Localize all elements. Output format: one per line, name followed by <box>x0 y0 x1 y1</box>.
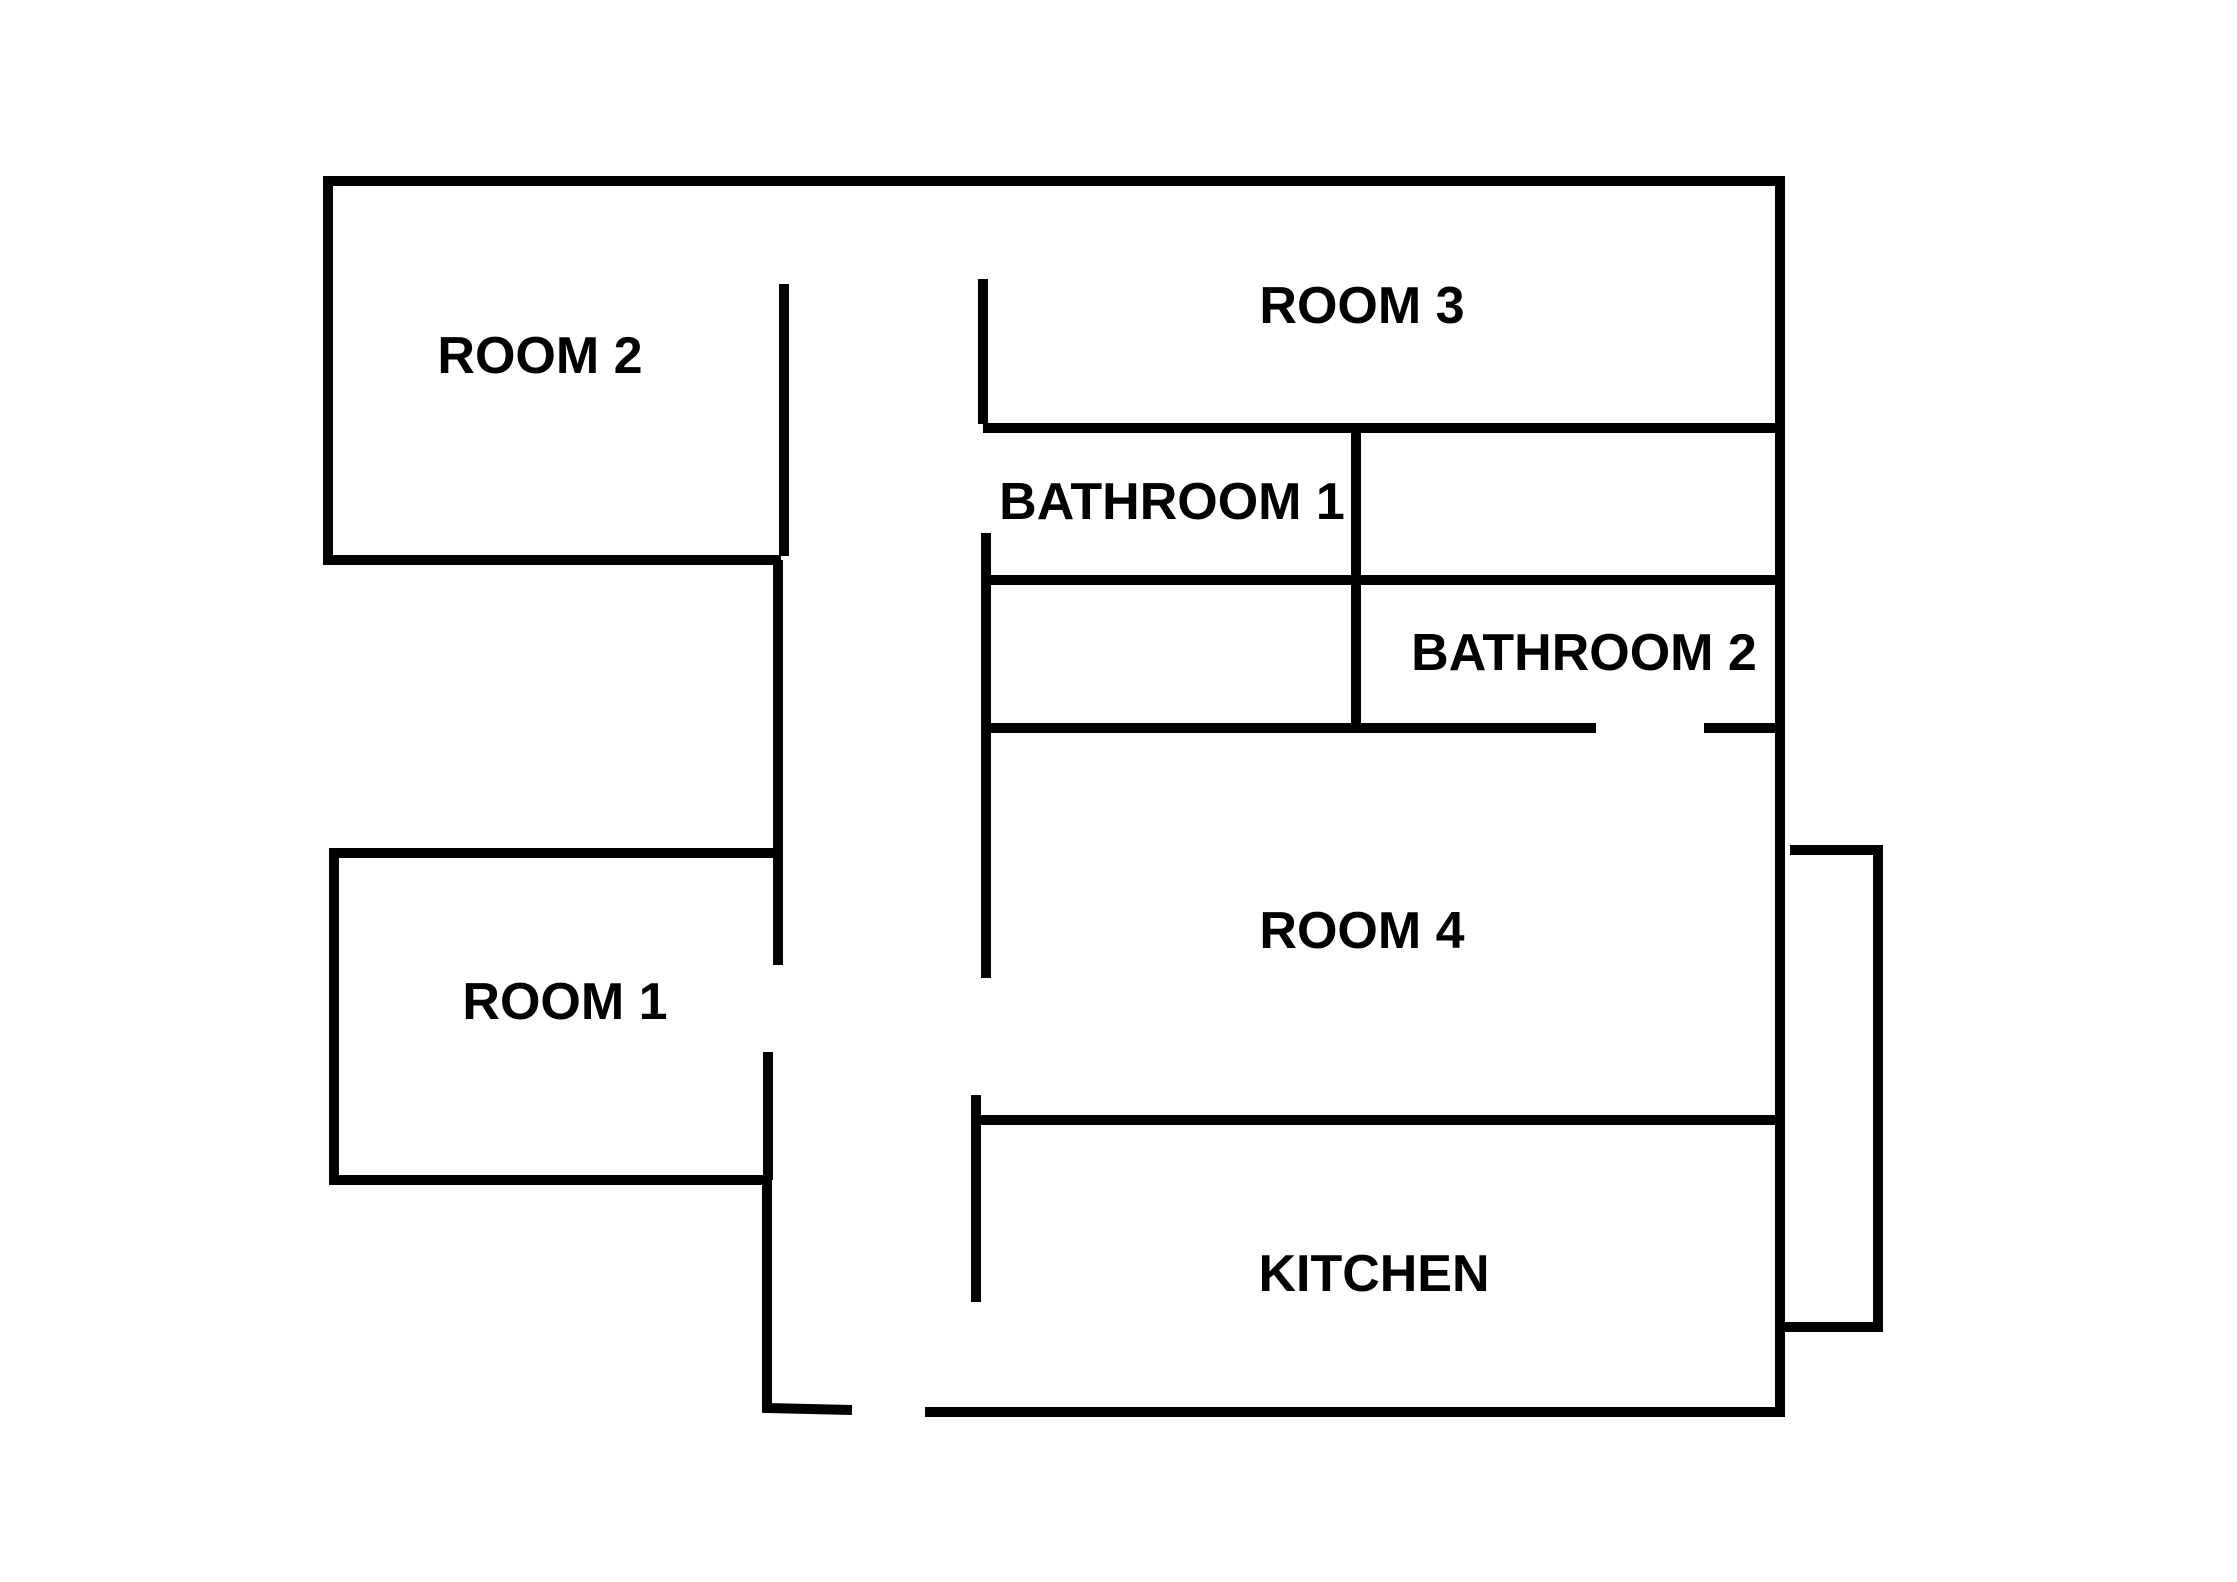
kitchen-label: KITCHEN <box>1258 1245 1489 1303</box>
room1-outer-wall <box>329 848 781 1185</box>
room2-outer-wall <box>323 176 1785 1417</box>
room4-label: ROOM 4 <box>1259 902 1464 960</box>
entrance-left-wall <box>762 1176 853 1415</box>
bathroom2-label: BATHROOM 2 <box>1411 624 1757 682</box>
room1-label: ROOM 1 <box>462 973 667 1031</box>
walls <box>323 176 1883 1417</box>
room2-label: ROOM 2 <box>437 327 642 385</box>
bathroom1-label: BATHROOM 1 <box>999 473 1345 531</box>
room3-label: ROOM 3 <box>1259 277 1464 335</box>
side-annex-wall <box>1784 845 1883 1332</box>
room-labels: ROOM 2 ROOM 3 BATHROOM 1 BATHROOM 2 ROOM… <box>437 277 1756 1303</box>
